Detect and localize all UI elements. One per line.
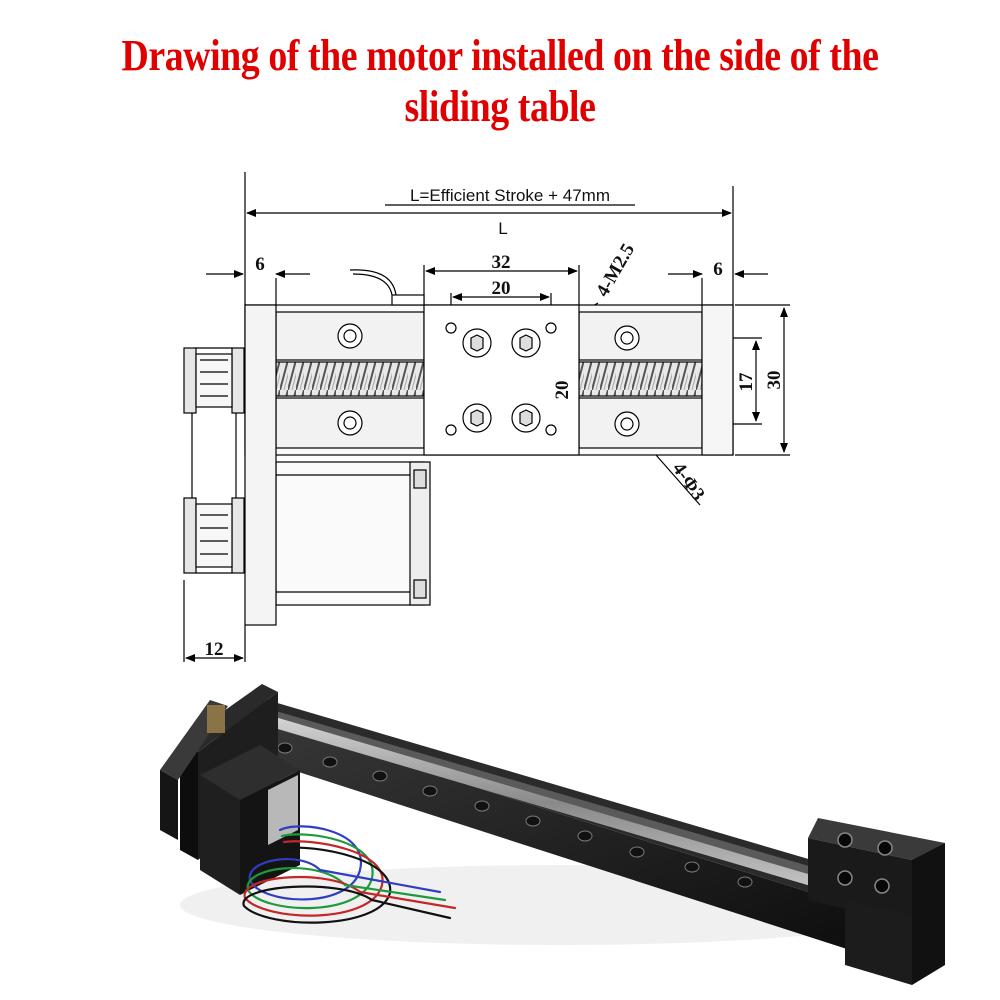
formula-label: L=Efficient Stroke + 47mm xyxy=(410,186,610,205)
page-title: Drawing of the motor installed on the si… xyxy=(121,31,879,131)
pulley-width-label: 12 xyxy=(205,639,224,660)
motor-plate-and-pulleys xyxy=(183,304,277,626)
right-margin-label: 6 xyxy=(713,259,723,280)
product-photo xyxy=(160,684,945,985)
table-screws xyxy=(445,322,557,436)
table-hole-spacing-label: 20 xyxy=(552,381,573,400)
left-margin-label: 6 xyxy=(255,254,265,275)
slide-body xyxy=(244,304,734,456)
inner-hole-spacing-label: 20 xyxy=(492,278,511,299)
hole-callout-label: 4-Φ3 xyxy=(668,459,709,505)
outer-hole-spacing-label: 32 xyxy=(492,252,511,273)
length-label: L xyxy=(498,219,507,238)
width-label: 30 xyxy=(764,371,785,390)
stepper-motor xyxy=(275,461,431,606)
rail-hole-spacing-label: 17 xyxy=(736,372,757,392)
sensor-cable xyxy=(349,269,425,306)
rail-holes xyxy=(337,323,640,437)
thread-callout-label: 4-M2.5 xyxy=(592,240,639,300)
